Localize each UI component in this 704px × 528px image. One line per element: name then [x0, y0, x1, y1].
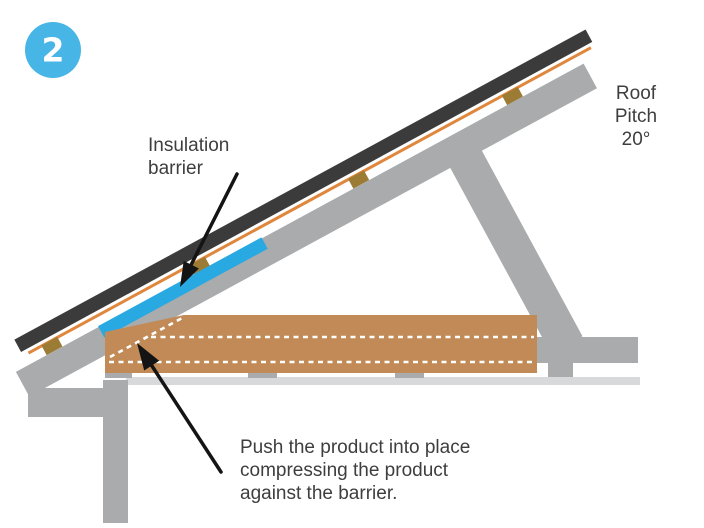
roof-batten	[348, 170, 370, 189]
push-arrowhead	[137, 343, 160, 371]
insulation-barrier-strip	[98, 237, 268, 338]
roof-slope-assembly	[14, 29, 597, 397]
insulation-product	[105, 315, 537, 373]
push-arrow	[137, 343, 223, 474]
wall-plate	[28, 388, 106, 417]
truss-strut	[444, 140, 583, 354]
step-badge-circle	[25, 22, 81, 78]
ceiling-line	[126, 377, 640, 385]
rafter	[15, 63, 597, 397]
roof-membrane	[27, 46, 592, 355]
push-product-label: Push the product into place compressing …	[240, 437, 471, 505]
barrier-arrow-line	[189, 172, 239, 267]
barrier-arrowhead	[180, 260, 199, 287]
roof-batten	[41, 336, 63, 356]
push-arrow-line	[150, 364, 223, 474]
roof-batten	[501, 86, 523, 106]
roof-covering	[14, 29, 593, 352]
insulation-barrier-label: Insulation barrier	[148, 135, 230, 180]
step-badge: 2	[25, 22, 81, 78]
step-number: 2	[42, 31, 65, 70]
ceiling-batten	[548, 363, 573, 377]
roof-pitch-label: Roof Pitch 20°	[614, 83, 658, 151]
hidden-edge-dashes	[109, 315, 534, 364]
dashed-rafter-edge	[109, 315, 185, 359]
wall-stud	[103, 380, 128, 523]
barrier-arrow	[180, 172, 239, 287]
roof-battens	[41, 86, 523, 356]
